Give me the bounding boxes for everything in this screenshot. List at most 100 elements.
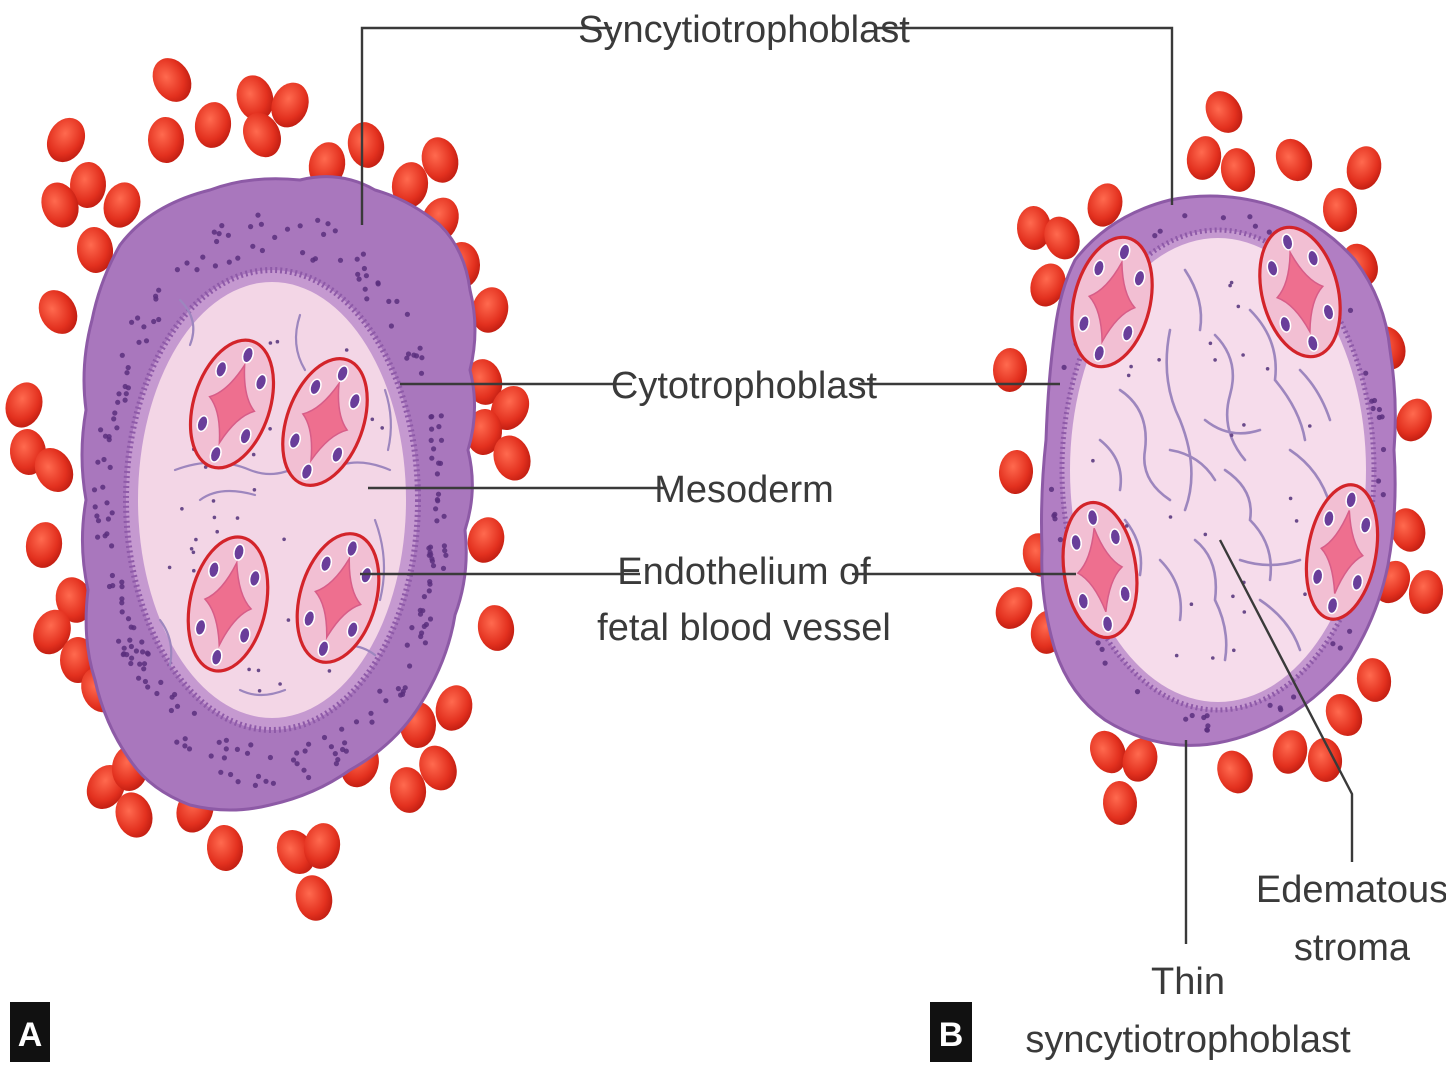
- nucleus-dot: [226, 233, 231, 238]
- stroma-cell-dot: [236, 516, 240, 520]
- stroma-cell-dot: [180, 507, 184, 511]
- red-blood-cell-icon: [291, 872, 336, 925]
- label-thin-line2: syncytiotrophoblast: [1025, 1019, 1351, 1061]
- stroma-cell-dot: [253, 488, 257, 492]
- stroma-cell-dot: [168, 566, 172, 570]
- stroma-cell-dot: [1266, 367, 1270, 371]
- nucleus-dot: [110, 573, 115, 578]
- nucleus-dot: [1348, 308, 1353, 313]
- nucleus-dot: [139, 639, 144, 644]
- nucleus-dot: [192, 711, 197, 716]
- red-blood-cell-icon: [1390, 393, 1438, 447]
- nucleus-dot: [414, 353, 419, 358]
- nucleus-dot: [184, 260, 189, 265]
- nucleus-dot: [135, 315, 140, 320]
- nucleus-dot: [103, 533, 108, 538]
- stroma-cell-dot: [1303, 592, 1307, 596]
- nucleus-dot: [222, 755, 227, 760]
- nucleus-dot: [129, 320, 134, 325]
- red-blood-cell-icon: [1406, 568, 1445, 616]
- nucleus-dot: [306, 742, 311, 747]
- nucleus-dot: [116, 391, 121, 396]
- nucleus-dot: [1268, 703, 1273, 708]
- red-blood-cell-icon: [23, 519, 66, 570]
- nucleus-dot: [294, 750, 299, 755]
- red-blood-cell-icon: [431, 681, 478, 735]
- stroma-cell-dot: [287, 618, 291, 622]
- nucleus-dot: [1381, 492, 1386, 497]
- nucleus-dot: [1103, 661, 1108, 666]
- nucleus-dot: [127, 638, 132, 643]
- stroma-cell-dot: [276, 340, 280, 344]
- nucleus-dot: [386, 299, 391, 304]
- nucleus-dot: [442, 548, 447, 553]
- nucleus-dot: [429, 427, 434, 432]
- nucleus-dot: [285, 227, 290, 232]
- nucleus-dot: [443, 553, 448, 558]
- nucleus-dot: [329, 744, 334, 749]
- nucleus-dot: [333, 228, 338, 233]
- red-blood-cell-icon: [1218, 146, 1258, 194]
- nucleus-dot: [111, 416, 116, 421]
- nucleus-dot: [409, 625, 414, 630]
- nucleus-dot: [224, 746, 229, 751]
- nucleus-dot: [96, 518, 101, 523]
- nucleus-dot: [418, 608, 423, 613]
- stroma-cell-dot: [1209, 342, 1213, 346]
- nucleus-dot: [268, 755, 273, 760]
- nucleus-dot: [1062, 365, 1067, 370]
- nucleus-dot: [217, 740, 222, 745]
- nucleus-dot: [142, 661, 147, 666]
- nucleus-dot: [1330, 641, 1335, 646]
- nucleus-dot: [126, 616, 131, 621]
- nucleus-dot: [436, 424, 441, 429]
- label-endothelium-line2: fetal blood vessel: [597, 607, 891, 649]
- nucleus-dot: [1381, 447, 1386, 452]
- nucleus-dot: [405, 312, 410, 317]
- stroma-cell-dot: [1127, 374, 1131, 378]
- nucleus-dot: [1058, 537, 1063, 542]
- nucleus-dot: [145, 651, 150, 656]
- stroma-cell-dot: [258, 689, 262, 693]
- nucleus-dot: [259, 222, 264, 227]
- leader-syncytio-b: [876, 28, 1172, 205]
- nucleus-dot: [339, 727, 344, 732]
- nucleus-dot: [355, 272, 360, 277]
- stroma-cell-dot: [192, 569, 196, 573]
- nucleus-dot: [218, 770, 223, 775]
- nucleus-dot: [260, 248, 265, 253]
- nucleus-dot: [428, 545, 433, 550]
- red-blood-cell-icon: [1268, 727, 1311, 778]
- nucleus-dot: [126, 365, 131, 370]
- nucleus-dot: [362, 266, 367, 271]
- nucleus-dot: [306, 775, 311, 780]
- nucleus-dot: [228, 772, 233, 777]
- nucleus-dot: [407, 663, 412, 668]
- nucleus-dot: [140, 649, 145, 654]
- red-blood-cell-icon: [463, 513, 509, 566]
- nucleus-dot: [94, 513, 99, 518]
- nucleus-dot: [361, 252, 366, 257]
- nucleus-dot: [1380, 414, 1385, 419]
- nucleus-dot: [145, 684, 150, 689]
- nucleus-dot: [1363, 371, 1368, 376]
- nucleus-dot: [217, 231, 222, 236]
- nucleus-dot: [1100, 647, 1105, 652]
- stroma-cell-dot: [213, 516, 217, 520]
- nucleus-dot: [151, 319, 156, 324]
- label-edematous-line2: stroma: [1294, 927, 1411, 969]
- nucleus-dot: [418, 346, 423, 351]
- nucleus-dot: [1221, 215, 1226, 220]
- nucleus-dot: [1183, 717, 1188, 722]
- nucleus-dot: [245, 751, 250, 756]
- nucleus-dot: [1377, 407, 1382, 412]
- stroma-cell-dot: [269, 341, 273, 345]
- nucleus-dot: [103, 434, 108, 439]
- nucleus-dot: [333, 751, 338, 756]
- nucleus-dot: [369, 720, 374, 725]
- nucleus-dot: [227, 260, 232, 265]
- nucleus-dot: [422, 624, 427, 629]
- panel-label-a: A: [10, 1002, 50, 1062]
- stroma-cell-dot: [190, 547, 194, 551]
- stroma-cell-dot: [278, 682, 282, 686]
